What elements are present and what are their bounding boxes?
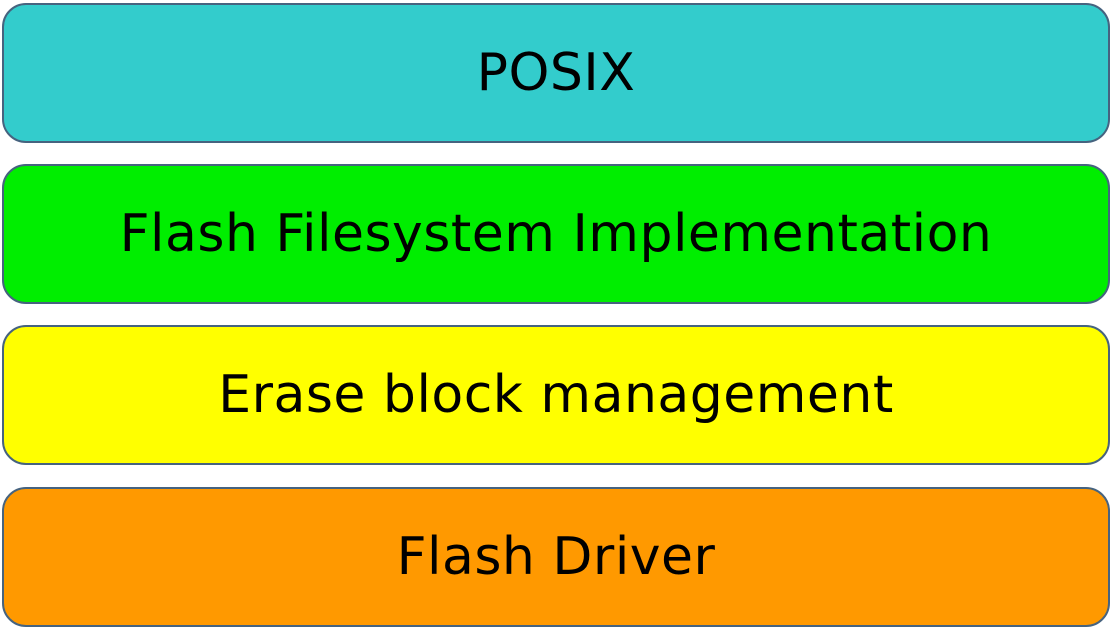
layer-label: Flash Driver: [396, 527, 716, 587]
layer-flash-driver: Flash Driver: [2, 487, 1110, 627]
layer-posix: POSIX: [2, 3, 1110, 143]
layer-label: Erase block management: [218, 365, 894, 425]
layer-label: Flash Filesystem Implementation: [119, 204, 993, 264]
layer-label: POSIX: [476, 43, 636, 103]
layer-flash-filesystem-implementation: Flash Filesystem Implementation: [2, 164, 1110, 304]
layer-erase-block-management: Erase block management: [2, 325, 1110, 465]
